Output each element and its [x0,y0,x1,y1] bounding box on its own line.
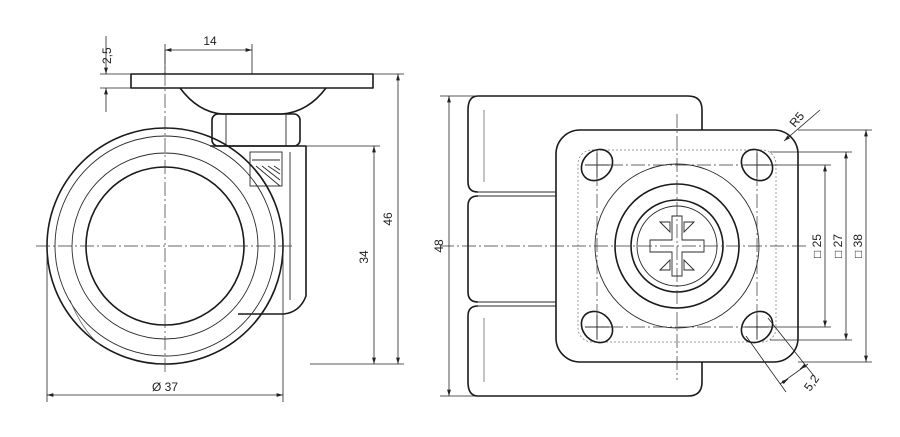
side-view: 2,5 14 46 34 Ø 37 [36,34,404,402]
dim-wheel-diameter-label: Ø 37 [152,380,178,394]
dim-overall-height-label: 46 [381,212,395,226]
dim-wheel-height: 34 [306,145,380,364]
swivel-neck [211,113,301,147]
dim-hole-spacing-27: □ 27 [770,151,852,341]
swivel-cup [179,87,327,115]
dim-hole-spacing-25: □ 25 [757,164,831,328]
dim-plate-size-38: □ 38 [798,129,872,363]
top-view: 48 R5 □ 25 □ 27 □ 38 [432,95,872,397]
dim-wheel-height-label: 34 [357,250,371,264]
dim-slot-width: 5,2 [745,317,822,394]
dim-overall-height: 46 [310,73,404,365]
fork-body [210,145,307,315]
dim-wheel-diameter: Ø 37 [46,250,284,402]
dim-top-width: 14 [164,34,253,74]
dim-top-width-label: 14 [203,34,217,48]
dim-overall-width-label: 48 [432,239,446,253]
mounting-plate [130,73,374,89]
dim-plate-thickness: 2,5 [100,36,131,112]
dim-plate-size-38-label: □ 38 [851,234,865,258]
wheel-top [467,95,703,397]
dim-corner-radius: R5 [783,109,821,142]
dim-overall-width: 48 [432,95,478,397]
dim-hole-spacing-27-label: □ 27 [831,234,845,258]
dim-corner-radius-label: R5 [787,109,808,130]
dim-slot-width-label: 5,2 [801,372,822,394]
dim-hole-spacing-25-label: □ 25 [810,234,824,258]
dim-plate-thickness-label: 2,5 [100,47,114,64]
